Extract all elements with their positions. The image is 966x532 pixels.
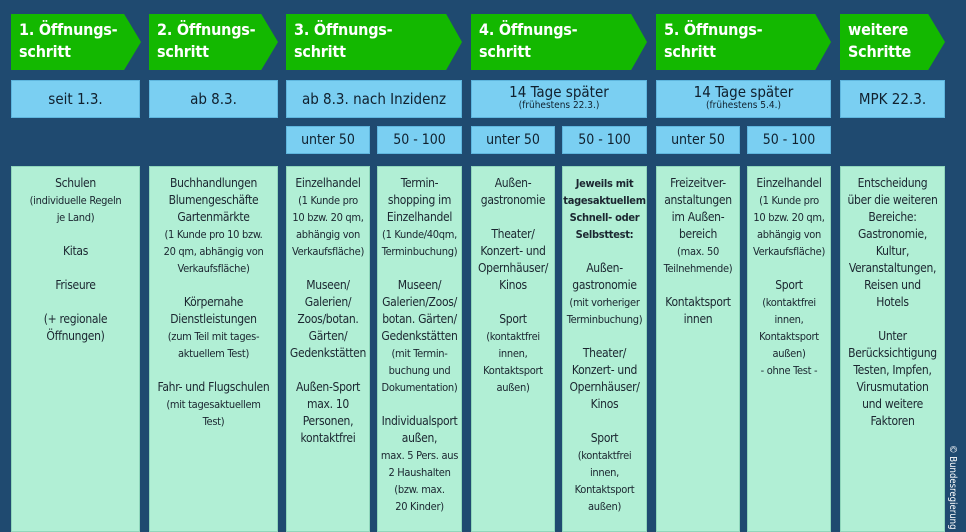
step-title: weitere — [848, 20, 909, 39]
item-note: (1 Kunde/40qm, Terminbuchung) — [381, 228, 458, 258]
item-note: max. 5 Pers. aus 2 Haushalten (bzw. max.… — [380, 449, 459, 513]
item: Einzelhandel — [295, 176, 361, 190]
item-note: (1 Kunde pro 10 bzw. 20 qm, abhängig von… — [163, 228, 264, 275]
step-2-banner: 2. Öffnungs-schritt — [149, 14, 278, 70]
step-title: 4. Öffnungs- — [479, 20, 578, 39]
step-3-low-content: Einzelhandel (1 Kunde pro 10 bzw. 20 qm, … — [286, 166, 370, 532]
date-sub: (frühestens 22.3.) — [518, 100, 600, 111]
item: Schulen — [55, 176, 96, 190]
item: Friseure — [55, 278, 96, 292]
step-title: schritt — [294, 42, 346, 61]
copyright-notice: © Bundesregierung — [946, 445, 960, 531]
step-4-date: 14 Tage später(frühestens 22.3.) — [471, 80, 647, 118]
step-4-incidence-mid: 50 - 100 — [562, 126, 647, 154]
date-main: 14 Tage später — [509, 83, 609, 101]
step-2-content: Buchhandlungen Blumengeschäfte Gartenmär… — [149, 166, 278, 532]
step-1-content: Schulen (individuelle Regeln je Land) Kit… — [11, 166, 140, 532]
date-sub: (frühestens 5.4.) — [706, 100, 781, 111]
step-6-content: Entscheidung über die weiteren Bereiche:… — [840, 166, 945, 532]
item-note: (kontaktfrei innen, Kontaktsport außen) — [574, 449, 635, 513]
item-note: (mit tagesaktuellem Test) — [166, 398, 261, 428]
step-6-date: MPK 22.3. — [840, 80, 945, 118]
step-title: 2. Öffnungs- — [157, 20, 256, 39]
item: Entscheidung über die weiteren Bereiche:… — [847, 176, 938, 309]
item: Museen/ Galerien/ Zoos/botan. Gärten/ Ge… — [289, 278, 367, 360]
step-title: schritt — [19, 42, 71, 61]
step-4-low-content: Außen- gastronomie Theater/ Konzert- und… — [471, 166, 555, 532]
item: Sport — [499, 312, 527, 326]
copyright-text: © Bundesregierung — [947, 445, 958, 530]
item: Körpernahe Dienstleistungen — [170, 295, 257, 326]
item: (+ regionale Öffnungen) — [43, 312, 108, 343]
step-1-banner: 1. Öffnungs-schritt — [11, 14, 141, 70]
item: Sport — [590, 431, 619, 445]
item: Individualsport außen, — [381, 414, 458, 445]
step-5-incidence-mid: 50 - 100 — [747, 126, 831, 154]
step-5-low-content: Freizeitver- anstaltungen im Außen- bere… — [656, 166, 740, 532]
item-note: (1 Kunde pro 10 bzw. 20 qm, abhängig von… — [291, 194, 365, 258]
step-title: schritt — [664, 42, 716, 61]
item: Kitas — [62, 244, 89, 258]
item-note: (kontaktfrei innen, Kontaktsport außen) … — [759, 296, 819, 377]
step-title: schritt — [157, 42, 209, 61]
item: Fahr- und Flugschulen — [157, 380, 270, 394]
step-4-banner: 4. Öffnungs-schritt — [471, 14, 647, 70]
step-3-date: ab 8.3. nach Inzidenz — [286, 80, 462, 118]
step-title: 3. Öffnungs- — [294, 20, 393, 39]
item-note: (mit vorheriger Terminbuchung) — [566, 296, 643, 326]
step-4-incidence-low: unter 50 — [471, 126, 555, 154]
step-title: Schritte — [848, 42, 912, 61]
step-3-incidence-mid: 50 - 100 — [377, 126, 462, 154]
test-requirement-note: Jeweils mit tagesaktuellem Schnell- oder… — [563, 177, 646, 241]
step-3-banner: 3. Öffnungs-schritt — [286, 14, 462, 70]
item: Außen- gastronomie — [572, 261, 637, 292]
step-3-incidence-low: unter 50 — [286, 126, 370, 154]
step-title: 5. Öffnungs- — [664, 20, 763, 39]
item-note: (kontaktfrei innen, Kontaktsport außen) — [483, 330, 543, 394]
item: Museen/ Galerien/Zoos/ botan. Gärten/ Ge… — [381, 278, 458, 343]
item-note: (individuelle Regeln je Land) — [29, 194, 122, 224]
date-main: 14 Tage später — [693, 83, 794, 101]
item: Außen-Sport max. 10 Personen, kontaktfre… — [295, 380, 361, 445]
item: Theater/ Konzert- und Opernhäuser/ Kinos — [569, 346, 640, 411]
item-note: (max. 50 Teilnehmende) — [663, 245, 733, 275]
item-note: (zum Teil mit tages- aktuellem Test) — [167, 330, 260, 360]
step-1-date: seit 1.3. — [11, 80, 140, 118]
step-5-date: 14 Tage später(frühestens 5.4.) — [656, 80, 831, 118]
step-4-mid-content: Jeweils mit tagesaktuellem Schnell- oder… — [562, 166, 647, 532]
item: Theater/ Konzert- und Opernhäuser/ Kinos — [477, 227, 549, 292]
step-title: 1. Öffnungs- — [19, 20, 118, 39]
step-2-date: ab 8.3. — [149, 80, 278, 118]
item-note: (mit Termin- buchung und Dokumentation) — [381, 347, 458, 394]
item: Einzelhandel — [756, 176, 822, 190]
item: Freizeitver- anstaltungen im Außen- bere… — [664, 176, 732, 241]
item: Außen- gastronomie — [480, 176, 546, 207]
step-5-banner: 5. Öffnungs-schritt — [656, 14, 831, 70]
step-5-incidence-low: unter 50 — [656, 126, 740, 154]
step-title: schritt — [479, 42, 531, 61]
item-note: (1 Kunde pro 10 bzw. 20 qm, abhängig von… — [752, 194, 826, 258]
item: Kontaktsport innen — [665, 295, 731, 326]
item: Unter Berücksichtigung Testen, Impfen, V… — [848, 329, 937, 428]
item: Termin- shopping im Einzelhandel — [386, 176, 453, 224]
step-5-mid-content: Einzelhandel (1 Kunde pro 10 bzw. 20 qm, … — [747, 166, 831, 532]
item: Buchhandlungen Blumengeschäfte Gartenmär… — [168, 176, 259, 224]
step-3-mid-content: Termin- shopping im Einzelhandel (1 Kunde… — [377, 166, 462, 532]
item: Sport — [775, 278, 803, 292]
